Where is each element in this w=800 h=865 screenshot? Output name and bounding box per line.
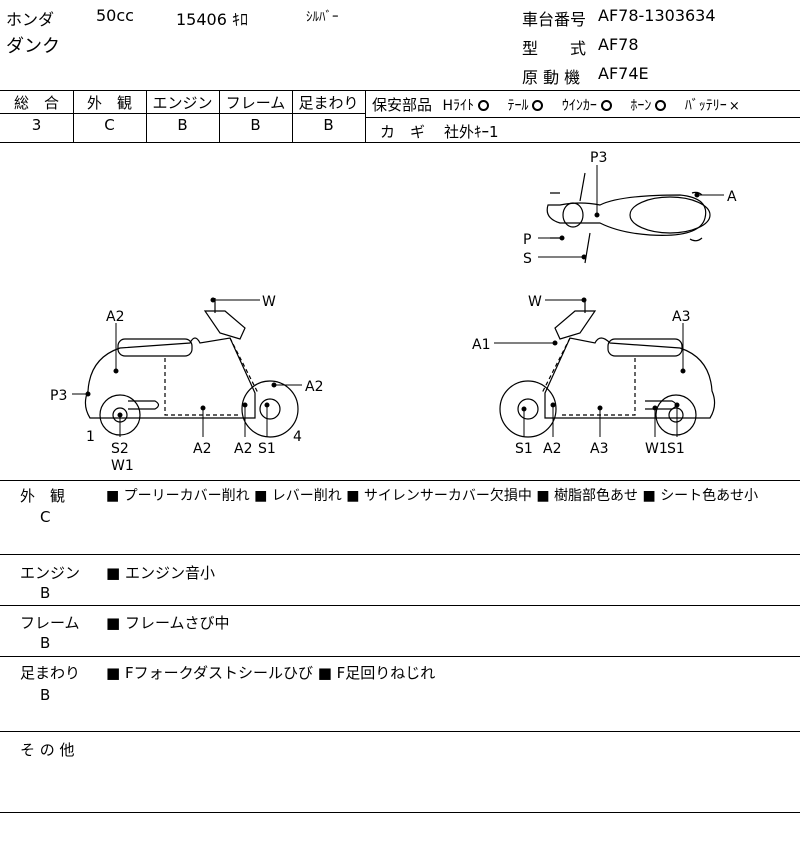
section-title: エンジン xyxy=(20,564,81,582)
displacement: 50cc xyxy=(96,6,134,25)
label-left-w1: W1 xyxy=(111,458,134,474)
section-title: 足まわり xyxy=(20,664,81,682)
safety-item-winker: ｳｲﾝｶｰ xyxy=(562,98,612,114)
section-title: そ の 他 xyxy=(20,741,75,759)
section-title: 外 観 xyxy=(20,487,66,505)
divider xyxy=(0,656,800,657)
section-text: ■ Fフォークダストシールひび ■ F足回りねじれ xyxy=(106,664,436,682)
section-title: フレーム xyxy=(20,614,80,632)
label-left-s1: S1 xyxy=(258,441,276,457)
label-top-s: S xyxy=(523,251,532,267)
grade-header-frame: フレーム xyxy=(225,94,286,112)
section-grade: B xyxy=(40,686,51,704)
ok-circle-icon xyxy=(655,100,667,111)
label-top-p: P xyxy=(523,232,531,248)
grade-value-overall: 3 xyxy=(31,116,42,134)
section-grade: B xyxy=(40,634,51,652)
label-left-4: 4 xyxy=(293,429,302,445)
divider xyxy=(365,90,366,142)
ok-circle-icon xyxy=(478,100,489,111)
divider xyxy=(0,113,365,114)
label-right-a3: A3 xyxy=(590,441,608,457)
divider xyxy=(292,90,293,142)
key-value: 社外ｷｰ1 xyxy=(444,123,499,141)
section-text: ■ プーリーカバー削れ ■ レバー削れ ■ サイレンサーカバー欠損中 ■ 樹脂部… xyxy=(106,488,759,504)
divider xyxy=(0,90,800,91)
type-label: 型 式 xyxy=(522,39,587,58)
ok-circle-icon xyxy=(532,100,544,111)
label-left-a2-right: A2 xyxy=(305,379,323,395)
divider xyxy=(146,90,147,142)
ng-cross-icon: × xyxy=(728,99,740,114)
grade-value-engine: B xyxy=(177,116,188,134)
label-right-w1: W1 xyxy=(645,441,668,457)
scooter-top-view xyxy=(546,172,711,264)
type-value: AF78 xyxy=(598,35,639,54)
grade-header-overall: 総 合 xyxy=(13,94,59,112)
divider xyxy=(0,812,800,813)
label-right-s1: S1 xyxy=(515,441,533,457)
color: ｼﾙﾊﾞｰ xyxy=(306,10,339,25)
maker: ホンダ xyxy=(6,10,55,29)
section-text: ■ エンジン音小 xyxy=(106,564,215,582)
label-left-s2: S2 xyxy=(111,441,129,457)
label-top-a: A xyxy=(727,189,737,205)
grade-value-exterior: C xyxy=(104,116,115,134)
label-top-p3: P3 xyxy=(590,150,607,166)
label-right-a3-top: A3 xyxy=(672,309,690,325)
divider xyxy=(219,90,220,142)
safety-item-horn: ﾎｰﾝ xyxy=(630,98,667,114)
label-right-w: W xyxy=(528,294,542,310)
grade-header-engine: エンジン xyxy=(152,94,213,112)
safety-row: 保安部品 Hﾗｲﾄ ﾃｰﾙ ｳｲﾝｶｰ ﾎｰﾝ ﾊﾞｯﾃﾘｰ× xyxy=(372,94,740,115)
label-left-a2-b1: A2 xyxy=(193,441,211,457)
divider xyxy=(0,731,800,732)
grade-value-frame: B xyxy=(250,116,261,134)
safety-item-tail: ﾃｰﾙ xyxy=(507,98,544,114)
damage-diagram: P3 A P S W A2 P3 A2 1 4 S2 W1 A2 A2 S1 W… xyxy=(50,150,737,474)
divider xyxy=(0,605,800,606)
label-left-1: 1 xyxy=(86,429,95,445)
ok-circle-icon xyxy=(600,100,612,111)
grade-value-suspension: B xyxy=(323,116,334,134)
label-left-w: W xyxy=(262,294,276,310)
section-text: ■ フレームさび中 xyxy=(106,614,230,632)
scooter-left-view xyxy=(84,298,299,438)
engine-label: 原 動 機 xyxy=(522,68,581,87)
frame-no: AF78-1303634 xyxy=(598,6,716,25)
section-grade: C xyxy=(40,508,51,526)
divider xyxy=(0,480,800,481)
safety-item-headlight: Hﾗｲﾄ xyxy=(442,98,489,114)
label-left-a2-top: A2 xyxy=(106,309,124,325)
key-label: カ ギ xyxy=(380,123,426,141)
safety-label: 保安部品 xyxy=(372,96,433,114)
label-right-a2: A2 xyxy=(543,441,561,457)
divider xyxy=(73,90,74,142)
frame-no-label: 車台番号 xyxy=(522,10,587,29)
divider xyxy=(0,554,800,555)
label-right-s1b: S1 xyxy=(667,441,685,457)
section-grade: B xyxy=(40,584,51,602)
leader-lines xyxy=(72,165,724,437)
label-left-a2-b2: A2 xyxy=(234,441,252,457)
model-name: ダンク xyxy=(6,36,60,57)
divider xyxy=(0,142,800,143)
scooter-right-view xyxy=(499,298,716,438)
divider xyxy=(365,117,800,118)
label-right-a1: A1 xyxy=(472,337,490,353)
grade-header-suspension: 足まわり xyxy=(298,94,359,112)
safety-item-battery: ﾊﾞｯﾃﾘｰ× xyxy=(684,98,740,114)
mileage: 15406 ｷﾛ xyxy=(176,10,248,29)
grade-header-exterior: 外 観 xyxy=(86,94,132,112)
engine-value: AF74E xyxy=(598,64,649,83)
label-left-p3: P3 xyxy=(50,388,67,404)
